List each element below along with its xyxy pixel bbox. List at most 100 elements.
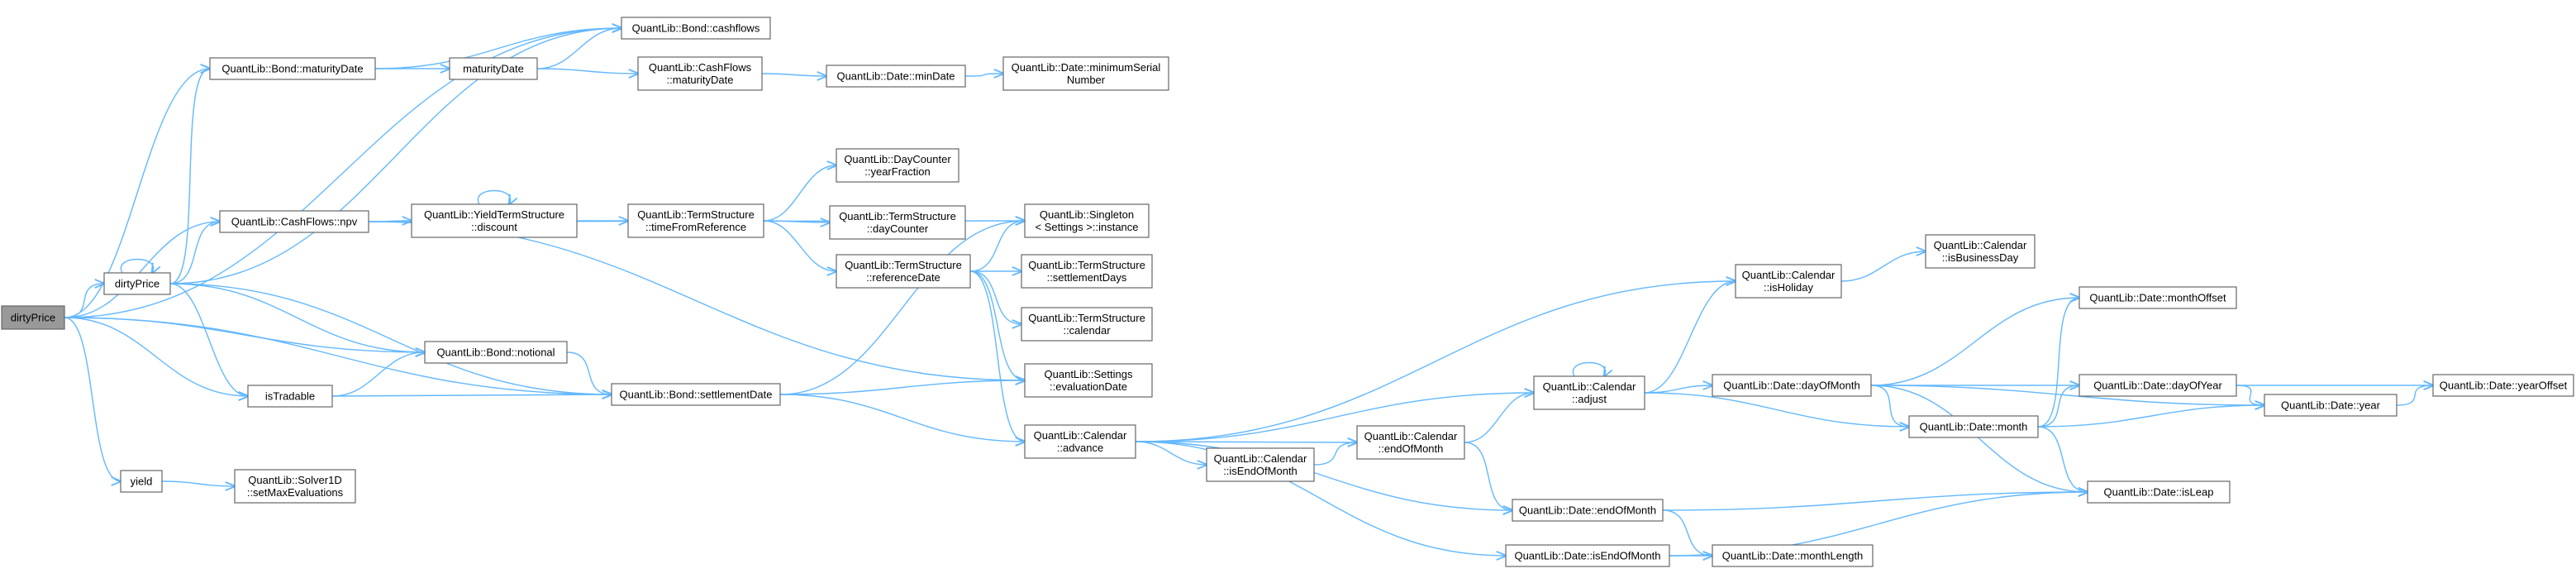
node-date-minDate[interactable]: QuantLib::Date::minDate xyxy=(826,65,966,88)
node-box xyxy=(2432,374,2574,397)
edge-dirtyPrice_root-to-bond_notional xyxy=(64,317,425,352)
node-cashflows-npv[interactable]: QuantLib::CashFlows::npv xyxy=(219,210,369,233)
node-calendar-advance[interactable]: QuantLib::Calendar::advance xyxy=(1024,424,1136,459)
node-label: Number xyxy=(1067,74,1106,86)
node-isTradable[interactable]: isTradable xyxy=(247,385,333,408)
node-label: ::maturityDate xyxy=(667,74,734,86)
node-box xyxy=(209,57,376,80)
edge-ts_referenceDate-to-settings_evalDate xyxy=(969,270,1025,380)
edge-dirtyPrice-to-isTradable xyxy=(169,283,248,396)
node-date-yearOffset[interactable]: QuantLib::Date::yearOffset xyxy=(2432,374,2574,397)
node-label: ::dayCounter xyxy=(867,222,929,235)
node-date-dayOfYear[interactable]: QuantLib::Date::dayOfYear xyxy=(2078,374,2237,397)
node-yts-discount[interactable]: QuantLib::YieldTermStructure::discount xyxy=(411,203,578,238)
node-label: QuantLib::Date::minimumSerial xyxy=(1012,61,1161,74)
node-box xyxy=(411,203,578,238)
node-bond-cashflows[interactable]: QuantLib::Bond::cashflows xyxy=(621,17,771,40)
node-calendar-isBusinessDay[interactable]: QuantLib::Calendar::isBusinessDay xyxy=(1925,234,2036,269)
node-ts-timeFromRef[interactable]: QuantLib::TermStructure::timeFromReferen… xyxy=(627,203,764,238)
node-label: QuantLib::Date::yearOffset xyxy=(2440,380,2568,392)
edge-dirtyPrice_root-to-yield xyxy=(64,317,121,481)
node-label: QuantLib::Date::monthLength xyxy=(1722,550,1864,562)
node-label: QuantLib::Bond::maturityDate xyxy=(221,63,363,75)
node-label: QuantLib::Calendar xyxy=(1364,430,1458,442)
node-box xyxy=(2087,480,2231,504)
node-bond-settlementDate[interactable]: QuantLib::Bond::settlementDate xyxy=(611,383,781,406)
node-date-year[interactable]: QuantLib::Date::year xyxy=(2264,394,2397,417)
node-box xyxy=(247,385,333,408)
node-box xyxy=(120,470,163,493)
edge-calendar_endOfMonth-to-date_endOfMonth xyxy=(1464,442,1512,510)
node-settings-evalDate[interactable]: QuantLib::Settings::evaluationDate xyxy=(1024,363,1153,398)
node-ts-calendar[interactable]: QuantLib::TermStructure::calendar xyxy=(1021,307,1153,342)
edge-date_dayOfMonth-to-date_monthOffset xyxy=(1870,298,2079,386)
call-nodes: dirtyPricedirtyPriceyieldisTradableQuant… xyxy=(1,17,2574,567)
node-solver-setMaxEval[interactable]: QuantLib::Solver1D::setMaxEvaluations xyxy=(234,469,356,504)
node-date-endOfMonth[interactable]: QuantLib::Date::endOfMonth xyxy=(1512,499,1664,522)
node-date-isEndOfMonth[interactable]: QuantLib::Date::isEndOfMonth xyxy=(1505,544,1670,567)
node-box xyxy=(449,57,538,80)
node-dirtyPrice-root[interactable]: dirtyPrice xyxy=(1,305,65,330)
edge-date_month-to-date_monthOffset xyxy=(2037,298,2079,428)
node-date-isLeap[interactable]: QuantLib::Date::isLeap xyxy=(2087,480,2231,504)
node-yield[interactable]: yield xyxy=(120,470,163,493)
node-box xyxy=(2264,394,2397,417)
node-label: isTradable xyxy=(265,390,315,403)
node-box xyxy=(1002,56,1169,91)
edge-yts_discount-to-yts_discount xyxy=(477,189,510,205)
node-label: ::advance xyxy=(1057,442,1103,454)
node-label: QuantLib::Settings xyxy=(1045,368,1133,380)
node-ts-settlementDays[interactable]: QuantLib::TermStructure::settlementDays xyxy=(1021,254,1153,289)
node-box xyxy=(1533,375,1645,410)
node-ts-dayCounter[interactable]: QuantLib::TermStructure::dayCounter xyxy=(829,205,966,240)
node-date-monthLength[interactable]: QuantLib::Date::monthLength xyxy=(1712,544,1874,567)
node-dirtyPrice[interactable]: dirtyPrice xyxy=(103,272,171,295)
node-label: ::adjust xyxy=(1572,393,1607,405)
edge-calendar_adjust-to-date_month xyxy=(1644,392,1909,427)
node-calendar-isHoliday[interactable]: QuantLib::Calendar::isHoliday xyxy=(1735,264,1842,299)
node-label: QuantLib::Date::monthOffset xyxy=(2089,292,2226,304)
edge-dirtyPrice-to-bond_cashflows xyxy=(169,28,621,284)
edge-maturityDate-to-cashflows_maturityDate xyxy=(536,68,638,74)
node-label: QuantLib::Date::minDate xyxy=(836,70,955,83)
edge-calendar_advance-to-calendar_isHoliday xyxy=(1135,281,1736,442)
edge-calendar_isEndOfMonth-to-calendar_endOfMonth xyxy=(1313,442,1357,466)
node-label: QuantLib::Calendar xyxy=(1543,380,1636,393)
edge-date_year-to-date_yearOffset xyxy=(2396,385,2433,406)
edge-date_dayOfYear-to-date_year xyxy=(2236,385,2264,405)
node-date-monthOffset[interactable]: QuantLib::Date::monthOffset xyxy=(2078,286,2237,309)
node-label: yield xyxy=(131,475,153,488)
node-box xyxy=(2078,374,2237,397)
node-box xyxy=(836,254,971,289)
node-label: QuantLib::Bond::cashflows xyxy=(632,22,760,35)
node-date-month[interactable]: QuantLib::Date::month xyxy=(1908,415,2039,438)
node-date-dayOfMonth[interactable]: QuantLib::Date::dayOfMonth xyxy=(1712,374,1872,397)
node-calendar-isEndOfMonth[interactable]: QuantLib::Calendar::isEndOfMonth xyxy=(1206,447,1315,482)
edge-ts_referenceDate-to-calendar_advance xyxy=(969,270,1025,442)
node-singleton-instance[interactable]: QuantLib::Singleton< Settings >::instanc… xyxy=(1024,203,1150,238)
node-bond-notional[interactable]: QuantLib::Bond::notional xyxy=(424,341,568,364)
node-label: QuantLib::CashFlows xyxy=(649,61,752,74)
node-maturityDate[interactable]: maturityDate xyxy=(449,57,538,80)
node-ts-referenceDate[interactable]: QuantLib::TermStructure::referenceDate xyxy=(836,254,971,289)
edge-cashflows_maturityDate-to-date_minDate xyxy=(761,74,826,76)
node-calendar-endOfMonth[interactable]: QuantLib::Calendar::endOfMonth xyxy=(1356,425,1465,460)
node-box xyxy=(1512,499,1664,522)
node-dc-yearFraction[interactable]: QuantLib::DayCounter::yearFraction xyxy=(836,148,959,183)
node-label: QuantLib::DayCounter xyxy=(844,153,951,165)
node-label: ::yearFraction xyxy=(864,165,930,178)
node-label: ::calendar xyxy=(1063,324,1111,337)
edge-calendar_advance-to-calendar_adjust xyxy=(1135,393,1534,442)
node-box xyxy=(103,272,171,295)
node-label: QuantLib::TermStructure xyxy=(1028,259,1145,271)
node-bond-maturityDate[interactable]: QuantLib::Bond::maturityDate xyxy=(209,57,376,80)
node-cashflows-maturityDate[interactable]: QuantLib::CashFlows::maturityDate xyxy=(637,56,763,91)
edge-ts_timeFromRef-to-ts_dayCounter xyxy=(763,221,830,222)
node-label: ::isBusinessDay xyxy=(1942,251,2019,264)
node-box xyxy=(1735,264,1842,299)
node-calendar-adjust[interactable]: QuantLib::Calendar::adjust xyxy=(1533,375,1645,410)
edge-ts_referenceDate-to-ts_calendar xyxy=(969,270,1021,324)
node-label: QuantLib::CashFlows::npv xyxy=(231,216,358,228)
